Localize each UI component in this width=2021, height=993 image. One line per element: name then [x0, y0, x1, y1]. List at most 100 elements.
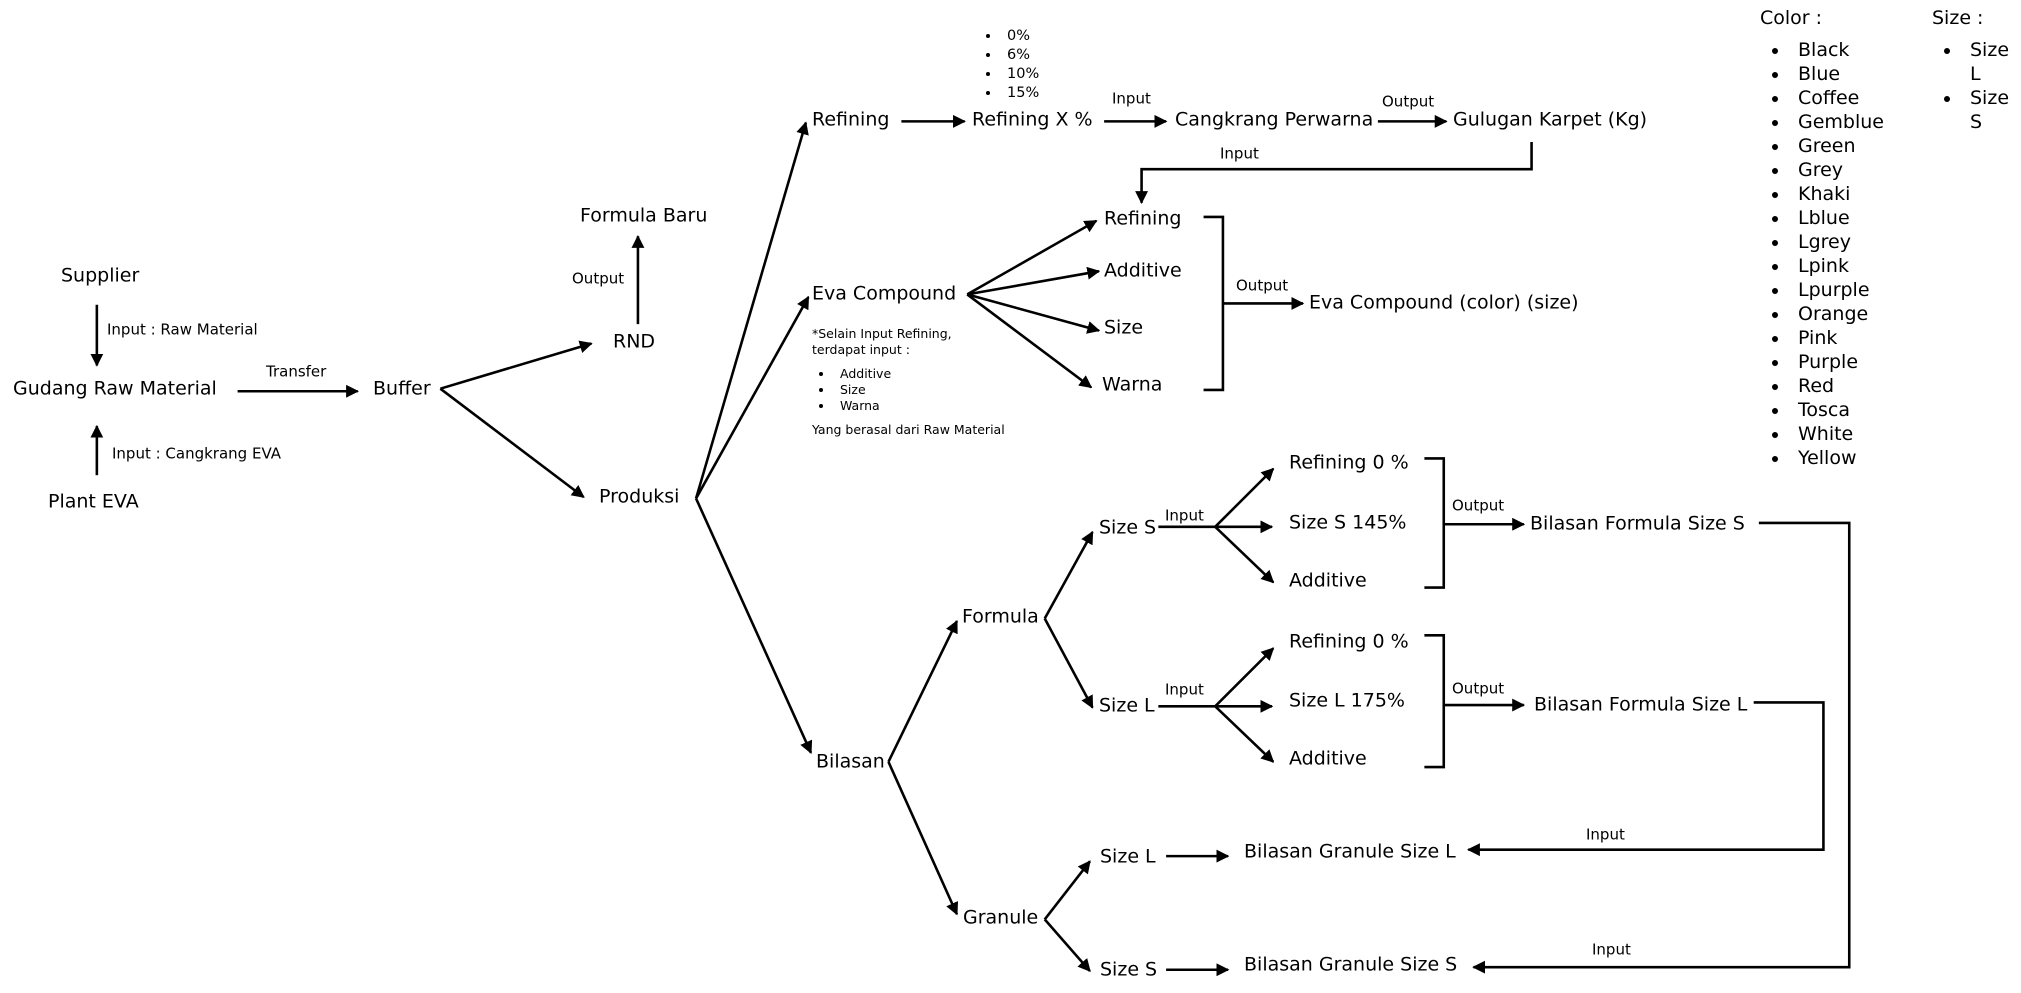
connector-arrow [966, 293, 1093, 389]
node-bilasan: Bilasan [816, 750, 885, 773]
connector-arrow [1043, 860, 1091, 921]
legend-item: Khaki [1790, 182, 1884, 206]
connector-arrow [1043, 530, 1094, 620]
refining-percentage-list: 0% 6% 10% 15% [981, 27, 1039, 103]
bracket-size-s [1424, 457, 1446, 589]
legend-item: Lblue [1790, 206, 1884, 230]
node-bilasan-granule-l: Bilasan Granule Size L [1244, 840, 1456, 863]
node-formula-baru: Formula Baru [580, 204, 708, 227]
connector-arrow [1214, 647, 1275, 708]
node-refining-x: Refining X % [972, 108, 1093, 131]
bracket-size-l [1424, 634, 1446, 769]
edge-label-formula-s-output: Output [1452, 496, 1505, 515]
arrow-formula-s-to-granule-s [1472, 521, 1851, 974]
legend-item: Lgrey [1790, 230, 1884, 254]
connector-arrow [1214, 705, 1275, 763]
connector-arrow [887, 619, 959, 763]
edge-label-gulugan-input: Input [1220, 144, 1259, 163]
edge-label-rnd-output: Output [572, 269, 625, 288]
note-item: Additive [834, 366, 1005, 382]
legend-item: Lpurple [1790, 278, 1884, 302]
legend-color-title: Color : [1760, 7, 1823, 29]
legend-color: Color : BlackBlueCoffeeGemblueGreenGreyK… [1760, 6, 1884, 470]
note-line-1: *Selain Input Refining, [812, 326, 952, 341]
node-bilasan-granule-s: Bilasan Granule Size S [1244, 953, 1458, 976]
node-eva-refining: Refining [1104, 207, 1182, 230]
node-gulugan-karpet: Gulugan Karpet (Kg) [1453, 108, 1648, 131]
percentage-item: 15% [1001, 84, 1039, 103]
node-l-additive: Additive [1289, 747, 1367, 770]
note-item: Warna [834, 398, 1005, 414]
arrow-buffer-to-rnd [439, 340, 593, 390]
node-s-additive: Additive [1289, 569, 1367, 592]
node-formula: Formula [962, 605, 1039, 628]
percentage-item: 0% [1001, 27, 1039, 46]
legend-item: Red [1790, 374, 1884, 398]
node-granule-size-l: Size L [1100, 845, 1156, 868]
edge-label-transfer: Transfer [266, 362, 327, 381]
node-formula-size-l: Size L [1099, 694, 1155, 717]
edge-label-granule-s-input: Input [1592, 940, 1631, 959]
legend-size-title: Size : [1932, 7, 1984, 29]
legend-item: Orange [1790, 302, 1884, 326]
percentage-item: 10% [1001, 65, 1039, 84]
node-bilasan-formula-l: Bilasan Formula Size L [1534, 693, 1748, 716]
legend-item: Pink [1790, 326, 1884, 350]
legend-item: Purple [1790, 350, 1884, 374]
node-refining: Refining [812, 108, 890, 131]
edge-label-eva-output: Output [1236, 276, 1289, 295]
note-item: Size [834, 382, 1005, 398]
arrow-produksi-to-refining [694, 121, 809, 499]
legend-item: Green [1790, 134, 1884, 158]
node-eva-compound: Eva Compound [812, 282, 957, 305]
note-footer: Yang berasal dari Raw Material [812, 422, 1005, 437]
connector-arrow [966, 293, 1101, 334]
edge-label-cangkrang-output: Output [1382, 92, 1435, 111]
node-gudang-raw-material: Gudang Raw Material [13, 377, 217, 400]
legend-item: Blue [1790, 62, 1884, 86]
node-s-size: Size S 145% [1289, 511, 1407, 534]
legend-item: Tosca [1790, 398, 1884, 422]
note-line-2: terdapat input : [812, 342, 910, 357]
node-buffer: Buffer [373, 377, 431, 400]
legend-item: Coffee [1790, 86, 1884, 110]
legend-item: Yellow [1790, 446, 1884, 470]
connector-arrow [1214, 467, 1275, 528]
edge-label-input-cangkrang-eva: Input : Cangkrang EVA [112, 444, 282, 463]
edge-label-size-l-input: Input [1165, 680, 1204, 699]
legend-item: Grey [1790, 158, 1884, 182]
node-eva-size: Size [1104, 316, 1144, 339]
legend-item: Gemblue [1790, 110, 1884, 134]
arrow-buffer-to-produksi [439, 387, 585, 499]
node-cangkrang-perwarna: Cangkrang Perwarna [1175, 108, 1374, 131]
arrow-produksi-to-bilasan [694, 497, 813, 754]
node-eva-compound-output: Eva Compound (color) (size) [1309, 291, 1579, 314]
connector-arrow [1214, 525, 1275, 584]
node-granule: Granule [963, 906, 1039, 929]
legend-item: White [1790, 422, 1884, 446]
node-bilasan-formula-s: Bilasan Formula Size S [1530, 512, 1745, 535]
node-eva-warna: Warna [1102, 373, 1163, 396]
legend-item: Size L [1962, 38, 2021, 86]
connector-arrow [887, 761, 959, 916]
legend-color-list: BlackBlueCoffeeGemblueGreenGreyKhakiLblu… [1760, 38, 1884, 470]
node-eva-additive: Additive [1104, 259, 1182, 282]
connector-arrow [966, 219, 1098, 296]
node-rnd: RND [613, 330, 656, 353]
node-granule-size-s: Size S [1100, 958, 1158, 981]
legend-item: Lpink [1790, 254, 1884, 278]
node-produksi: Produksi [599, 485, 680, 508]
edge-label-formula-l-output: Output [1452, 679, 1505, 698]
node-l-refining: Refining 0 % [1289, 630, 1409, 653]
node-formula-size-s: Size S [1099, 516, 1157, 539]
edge-label-granule-l-input: Input [1586, 825, 1625, 844]
node-plant-eva: Plant EVA [48, 490, 139, 513]
connector-arrow [1043, 617, 1094, 709]
connector-arrow [967, 266, 1101, 296]
edge-label-size-s-input: Input [1165, 506, 1204, 525]
legend-item: Black [1790, 38, 1884, 62]
node-l-size: Size L 175% [1289, 689, 1405, 712]
